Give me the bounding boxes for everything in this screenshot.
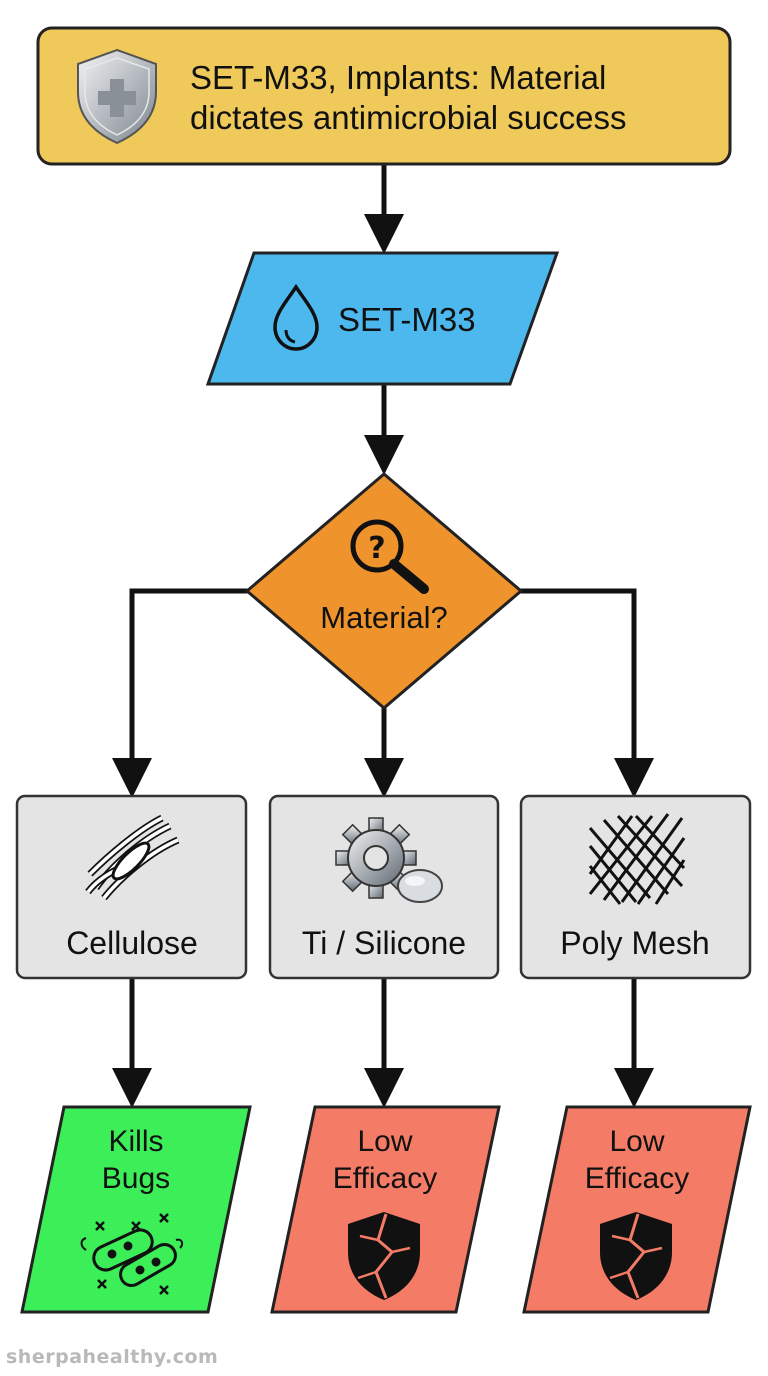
outcome-kills-bugs: Kills Bugs [20, 1105, 252, 1314]
broken-shield-icon [600, 1212, 672, 1300]
outcome-line-1-low-ti: Low [357, 1125, 412, 1158]
mesh-icon [588, 813, 686, 905]
outcome-line-2-efficacy-mesh: Efficacy [585, 1162, 690, 1195]
title-node: SET-M33, Implants: Material dictates ant… [36, 26, 732, 166]
arrow-decision-to-cellulose [112, 588, 248, 798]
material-label-ti-silicone: Ti / Silicone [302, 925, 466, 961]
material-ti-silicone: Ti / Silicone [268, 794, 500, 980]
svg-text:?: ? [368, 531, 385, 566]
title-line-2: dictates antimicrobial success [190, 99, 627, 136]
shield-cross-icon [77, 48, 157, 145]
gear-implant-icon [335, 817, 443, 903]
fiber-bundle-icon [85, 814, 180, 901]
material-cellulose: Cellulose [15, 794, 248, 980]
material-label-poly-mesh: Poly Mesh [560, 925, 709, 961]
outcome-line-2-efficacy-ti: Efficacy [333, 1162, 438, 1195]
input-node: SET-M33 [205, 251, 560, 386]
outcome-line-1-kills: Kills [108, 1125, 163, 1158]
input-label: SET-M33 [338, 301, 476, 338]
material-poly-mesh: Poly Mesh [519, 794, 752, 980]
connectors [112, 164, 654, 1108]
outcome-line-2-bugs: Bugs [102, 1162, 170, 1195]
bacteria-icon [80, 1213, 184, 1295]
watermark: sherpahealthy.com [6, 1346, 219, 1368]
decision-node: ? Material? [244, 472, 524, 710]
outcome-line-1-low-mesh: Low [609, 1125, 664, 1158]
decision-label: Material? [320, 600, 448, 635]
broken-shield-icon [348, 1212, 420, 1300]
arrow-decision-to-poly-mesh [520, 588, 654, 798]
droplet-icon [273, 283, 319, 351]
magnifier-question-icon: ? [350, 519, 429, 594]
material-label-cellulose: Cellulose [66, 925, 198, 961]
outcome-low-efficacy-ti: Low Efficacy [270, 1105, 501, 1314]
outcome-low-efficacy-mesh: Low Efficacy [522, 1105, 752, 1314]
title-line-1: SET-M33, Implants: Material [190, 59, 606, 96]
